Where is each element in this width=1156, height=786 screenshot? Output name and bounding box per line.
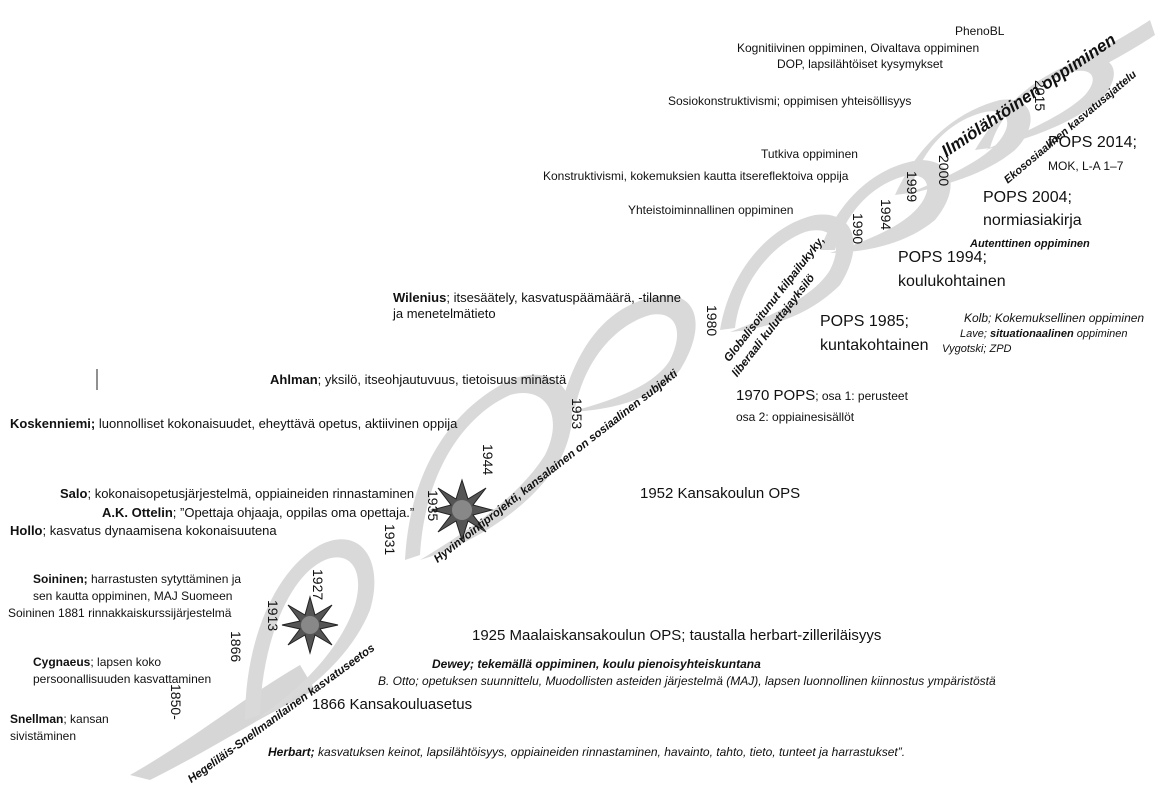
- text-snellman-1: Snellman; kansan: [10, 711, 109, 727]
- pops1970-text: ; osa 1: perusteet: [815, 389, 908, 403]
- text-autenttinen: Autenttinen oppiminen: [970, 238, 1090, 250]
- year-1953: 1953: [569, 398, 585, 430]
- spiral-loop-6: [895, 99, 1031, 195]
- year-1994: 1994: [878, 199, 894, 231]
- year-1913: 1913: [265, 600, 281, 632]
- herbart-text: kasvatuksen keinot, lapsilähtöisyys, opp…: [314, 745, 906, 759]
- text-herbart: Herbart; kasvatuksen keinot, lapsilähtöi…: [268, 744, 905, 760]
- year-1850: 1850-: [168, 684, 184, 720]
- year-1927: 1927: [310, 569, 326, 601]
- year-2000: 2000: [936, 155, 952, 187]
- spiral-loop-5: [820, 160, 951, 253]
- year-2015: 2015: [1032, 80, 1048, 112]
- spiral-band-end: [1080, 20, 1155, 72]
- spiral-loop-3: [560, 295, 696, 412]
- pops1970-title: 1970 POPS: [736, 387, 816, 404]
- ahlman-name: Ahlman: [270, 372, 318, 387]
- text-pops1985-b: kuntakohtainen: [820, 337, 929, 354]
- text-tutkiva: Tutkiva oppiminen: [761, 147, 858, 161]
- soininen-text-1: harrastusten sytyttäminen ja: [87, 572, 242, 586]
- text-cygnaeus-1: Cygnaeus; lapsen koko: [33, 654, 161, 670]
- text-ottelin: A.K. Ottelin; ”Opettaja ohjaaja, oppilas…: [102, 505, 414, 521]
- text-sosiokonstruktivismi: Sosiokonstruktivismi; oppimisen yhteisöl…: [668, 94, 912, 108]
- lave-post: oppiminen: [1073, 328, 1128, 340]
- text-ahlman: Ahlman; yksilö, itseohjautuvuus, tietois…: [270, 372, 566, 388]
- herbart-name: Herbart;: [268, 745, 315, 759]
- ahlman-text: ; yksilö, itseohjautuvuus, tietoisuus mi…: [317, 372, 567, 387]
- soininen-name: Soininen;: [33, 572, 88, 586]
- text-yhteistoiminnallinen: Yhteistoiminnallinen oppiminen: [628, 203, 794, 217]
- year-1980: 1980: [704, 305, 720, 337]
- text-salo: Salo; kokonaisopetusjärjestelmä, oppiain…: [60, 486, 414, 502]
- ottelin-text: ; ”Opettaja ohjaaja, oppilas oma opettaj…: [172, 505, 415, 520]
- wilenius-text-1: ; itsesäätely, kasvatuspäämäärä, -tilann…: [446, 290, 681, 305]
- text-snellman-2: sivistäminen: [10, 729, 77, 743]
- cygnaeus-name: Cygnaeus: [33, 655, 91, 669]
- text-pops1994-a: POPS 1994;: [898, 249, 987, 266]
- text-kansakouluasetus: 1866 Kansakouluasetus: [312, 696, 473, 713]
- starburst-1913: [281, 595, 339, 655]
- lave-bold: situationaalinen: [989, 328, 1074, 340]
- year-1999: 1999: [904, 171, 920, 203]
- spiral-loop-2: [405, 374, 572, 560]
- text-wilenius-2: ja menetelmätieto: [393, 306, 496, 321]
- text-soininen-1: Soininen; harrastusten sytyttäminen ja: [33, 571, 241, 587]
- text-otto: B. Otto; opetuksen suunnittelu, Muodolli…: [378, 674, 996, 688]
- text-koskenniemi: Koskenniemi; luonnolliset kokonaisuudet,…: [10, 416, 457, 432]
- year-1931: 1931: [382, 524, 398, 556]
- text-hollo: Hollo; kasvatus dynaamisena kokonaisuute…: [10, 523, 277, 539]
- text-wilenius: Wilenius; itsesäätely, kasvatuspäämäärä,…: [393, 288, 681, 307]
- text-dop: DOP, lapsilähtöiset kysymykset: [777, 57, 943, 71]
- text-pops2014-b: MOK, L-A 1–7: [1048, 159, 1124, 173]
- text-kolb: Kolb; Kokemuksellinen oppiminen: [964, 311, 1145, 325]
- text-soininen-2: sen kautta oppiminen, MAJ Suomeen: [33, 589, 233, 603]
- text-konstruktivismi: Konstruktivismi, kokemuksien kautta itse…: [543, 169, 849, 183]
- text-soininen-3: Soininen 1881 rinnakkaiskurssijärjestelm…: [8, 606, 232, 620]
- year-1990: 1990: [850, 213, 866, 245]
- ottelin-name: A.K. Ottelin: [102, 505, 173, 520]
- text-pops1994-b: koulukohtainen: [898, 273, 1006, 290]
- spiral-band: [130, 665, 315, 780]
- text-ops1925: 1925 Maalaiskansakoulun OPS; taustalla h…: [472, 627, 882, 644]
- text-ops1952: 1952 Kansakoulun OPS: [640, 485, 801, 502]
- text-pops1970-c: osa 2: oppiainesisällöt: [736, 410, 855, 424]
- hollo-text: ; kasvatus dynaamisena kokonaisuutena: [42, 523, 277, 538]
- starburst-1935: [430, 478, 494, 542]
- text-phenobl: PhenoBL: [955, 24, 1005, 38]
- koskenniemi-name: Koskenniemi;: [10, 416, 96, 431]
- wilenius-name: Wilenius: [393, 290, 447, 305]
- snellman-text-1: ; kansan: [63, 712, 109, 726]
- text-kognitiivinen: Kognitiivinen oppiminen, Oivaltava oppim…: [737, 41, 980, 55]
- salo-name: Salo: [60, 486, 88, 501]
- lave-pre: Lave;: [960, 328, 990, 340]
- text-pops2014-a: POPS 2014;: [1048, 134, 1137, 151]
- text-vygotski: Vygotski; ZPD: [942, 343, 1012, 355]
- hollo-name: Hollo: [10, 523, 43, 538]
- text-pops2004-b: normiasiakirja: [983, 212, 1082, 229]
- snellman-name: Snellman: [10, 712, 64, 726]
- year-1935: 1935: [425, 490, 441, 522]
- text-cygnaeus-2: persoonallisuuden kasvattaminen: [33, 672, 212, 686]
- year-1944: 1944: [480, 444, 496, 476]
- salo-text: ; kokonaisopetusjärjestelmä, oppiaineide…: [87, 486, 415, 501]
- koskenniemi-text: luonnolliset kokonaisuudet, eheyttävä op…: [95, 416, 458, 431]
- year-1866: 1866: [228, 631, 244, 663]
- text-pops1985-a: POPS 1985;: [820, 313, 909, 330]
- spiral-loop-1: [245, 539, 375, 720]
- text-pops1970-a: 1970 POPS; osa 1: perusteet: [736, 386, 908, 405]
- text-dewey: Dewey; tekemällä oppiminen, koulu pienoi…: [432, 657, 761, 671]
- text-lave: Lave; situationaalinen oppiminen: [960, 326, 1128, 342]
- text-pops2004-a: POPS 2004;: [983, 189, 1072, 206]
- cygnaeus-text-1: ; lapsen koko: [90, 655, 162, 669]
